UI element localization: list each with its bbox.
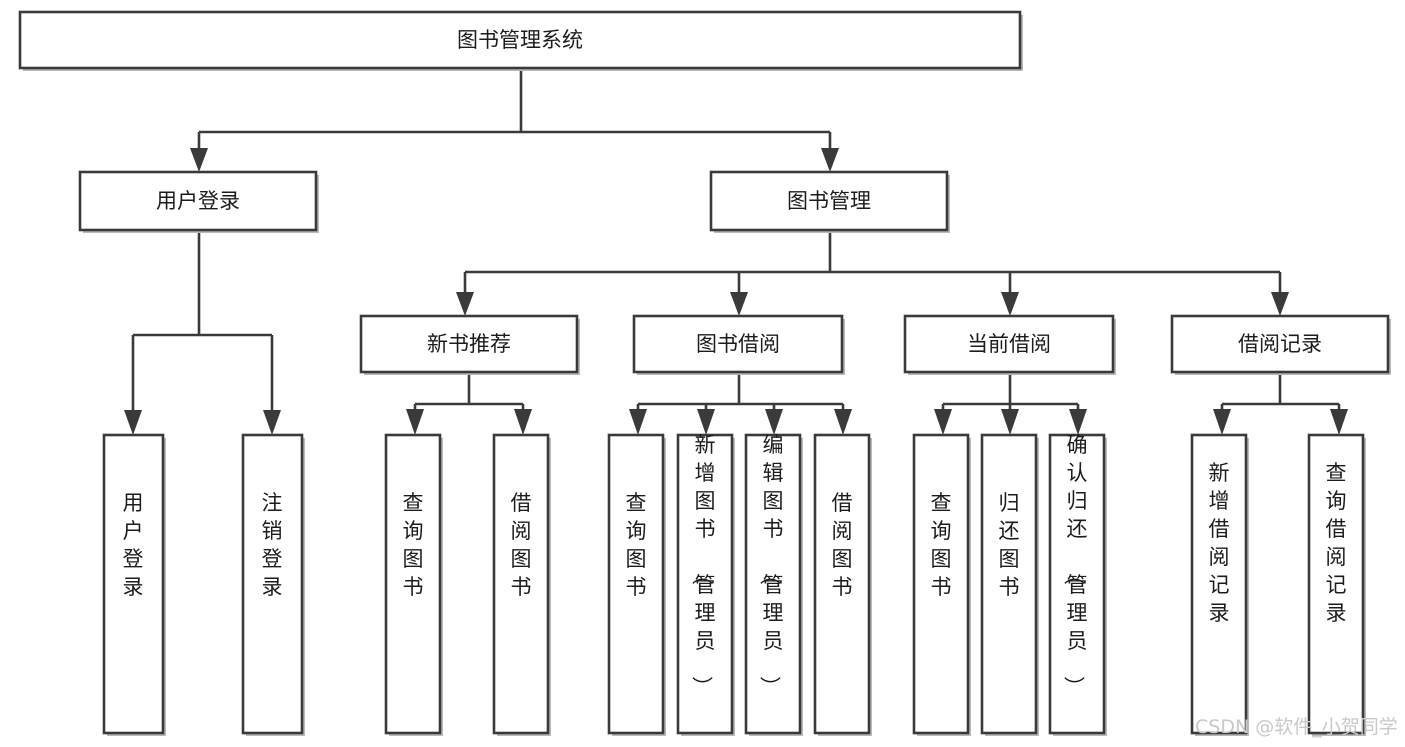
arrowhead-leaf4: [514, 409, 532, 435]
node-leaf13[interactable]: 查询借阅记录: [1307, 433, 1366, 736]
node-leaf13-label: 查询借阅记录: [1326, 461, 1347, 625]
node-leaf1[interactable]: 用户登录: [102, 433, 166, 736]
node-leaf3[interactable]: 查询图书: [384, 433, 443, 736]
node-leaf11[interactable]: 确认归还（管理员）: [1048, 433, 1107, 736]
arrowhead-leaf12: [1213, 409, 1231, 435]
node-leaf2[interactable]: 注销登录: [241, 433, 305, 736]
node-root-label: 图书管理系统: [457, 28, 583, 52]
node-leaf6-box[interactable]: [676, 433, 734, 735]
node-bookmgmt-box[interactable]: [709, 170, 949, 232]
node-leaf2-box[interactable]: [241, 433, 304, 735]
node-leaf4[interactable]: 借阅图书: [492, 433, 551, 736]
node-leaf9-label: 查询图书: [931, 491, 952, 599]
arrowhead-login: [190, 148, 208, 172]
arrowhead-leaf7: [765, 409, 783, 435]
node-leaf5-label: 查询图书: [626, 491, 647, 599]
node-leaf4-box[interactable]: [492, 433, 550, 735]
node-leaf8-label: 借阅图书: [832, 491, 853, 599]
arrowhead-leaf10: [1001, 409, 1019, 435]
node-leaf5-box[interactable]: [607, 433, 665, 735]
csdn-watermark: CSDN @软件_小贺同学: [1195, 716, 1398, 738]
node-leaf13-box[interactable]: [1307, 433, 1365, 735]
arrowhead-leaf5: [629, 409, 647, 435]
node-current-label: 当前借阅: [967, 332, 1051, 356]
node-login-label: 用户登录: [156, 189, 240, 213]
node-leaf11-box[interactable]: [1048, 433, 1106, 735]
node-leaf7-label: 编辑图书（管理员）: [758, 433, 784, 697]
arrowhead-leaf8: [834, 409, 852, 435]
node-records-label: 借阅记录: [1238, 332, 1322, 356]
arrowhead-leaf1: [124, 410, 142, 435]
node-leaf6[interactable]: 新增图书（管理员）: [676, 433, 735, 736]
node-login-box[interactable]: [78, 170, 318, 232]
arrowhead-newbook: [456, 292, 474, 316]
arrowhead-leaf11: [1069, 409, 1087, 435]
node-bookmgmt[interactable]: 图书管理: [709, 170, 950, 233]
connector-group: [124, 68, 1348, 435]
arrowhead-leaf3: [406, 409, 424, 435]
node-leaf10-box[interactable]: [980, 433, 1038, 735]
node-root[interactable]: 图书管理系统: [18, 10, 1023, 71]
node-leaf11-label: 确认归还（管理员）: [1062, 433, 1088, 697]
node-borrow[interactable]: 图书借阅: [632, 314, 845, 375]
node-leaf9[interactable]: 查询图书: [912, 433, 971, 736]
node-leaf12[interactable]: 新增借阅记录: [1190, 433, 1249, 736]
node-records-box[interactable]: [1170, 314, 1390, 374]
arrowhead-leaf13: [1330, 409, 1348, 435]
node-leaf7[interactable]: 编辑图书（管理员）: [744, 433, 803, 736]
node-newbook-box[interactable]: [359, 314, 579, 374]
node-borrow-label: 图书借阅: [696, 332, 780, 356]
node-leaf4-label: 借阅图书: [511, 491, 532, 599]
node-leaf8-box[interactable]: [813, 433, 871, 735]
arrowhead-records: [1271, 292, 1289, 316]
arrowhead-borrow: [730, 292, 748, 316]
node-leaf3-label: 查询图书: [403, 491, 424, 599]
node-newbook-label: 新书推荐: [427, 332, 511, 356]
arrowhead-bookmgmt: [821, 148, 839, 172]
node-leaf12-box[interactable]: [1190, 433, 1248, 735]
node-leaf10[interactable]: 归还图书: [980, 433, 1039, 736]
node-current-box[interactable]: [903, 314, 1115, 374]
node-borrow-box[interactable]: [632, 314, 844, 374]
node-leaf7-box[interactable]: [744, 433, 802, 735]
node-leaf1-box[interactable]: [102, 433, 165, 735]
node-bookmgmt-label: 图书管理: [787, 189, 871, 213]
node-leaf6-label: 新增图书（管理员）: [690, 433, 716, 697]
node-leaf1-label: 用户登录: [123, 491, 144, 599]
node-leaf5[interactable]: 查询图书: [607, 433, 666, 736]
node-records[interactable]: 借阅记录: [1170, 314, 1391, 375]
node-root-box[interactable]: [18, 10, 1022, 70]
node-leaf2-label: 注销登录: [262, 491, 283, 599]
node-leaf12-label: 新增借阅记录: [1209, 461, 1230, 625]
arrowhead-leaf2: [263, 410, 281, 435]
arrowhead-current: [1001, 292, 1019, 316]
arrowhead-leaf6: [697, 409, 715, 435]
node-newbook[interactable]: 新书推荐: [359, 314, 580, 375]
node-leaf9-box[interactable]: [912, 433, 970, 735]
node-leaf3-box[interactable]: [384, 433, 442, 735]
node-leaf10-label: 归还图书: [999, 491, 1020, 599]
node-leaf8[interactable]: 借阅图书: [813, 433, 872, 736]
arrowhead-leaf9: [934, 409, 952, 435]
node-login[interactable]: 用户登录: [78, 170, 319, 233]
node-current[interactable]: 当前借阅: [903, 314, 1116, 375]
